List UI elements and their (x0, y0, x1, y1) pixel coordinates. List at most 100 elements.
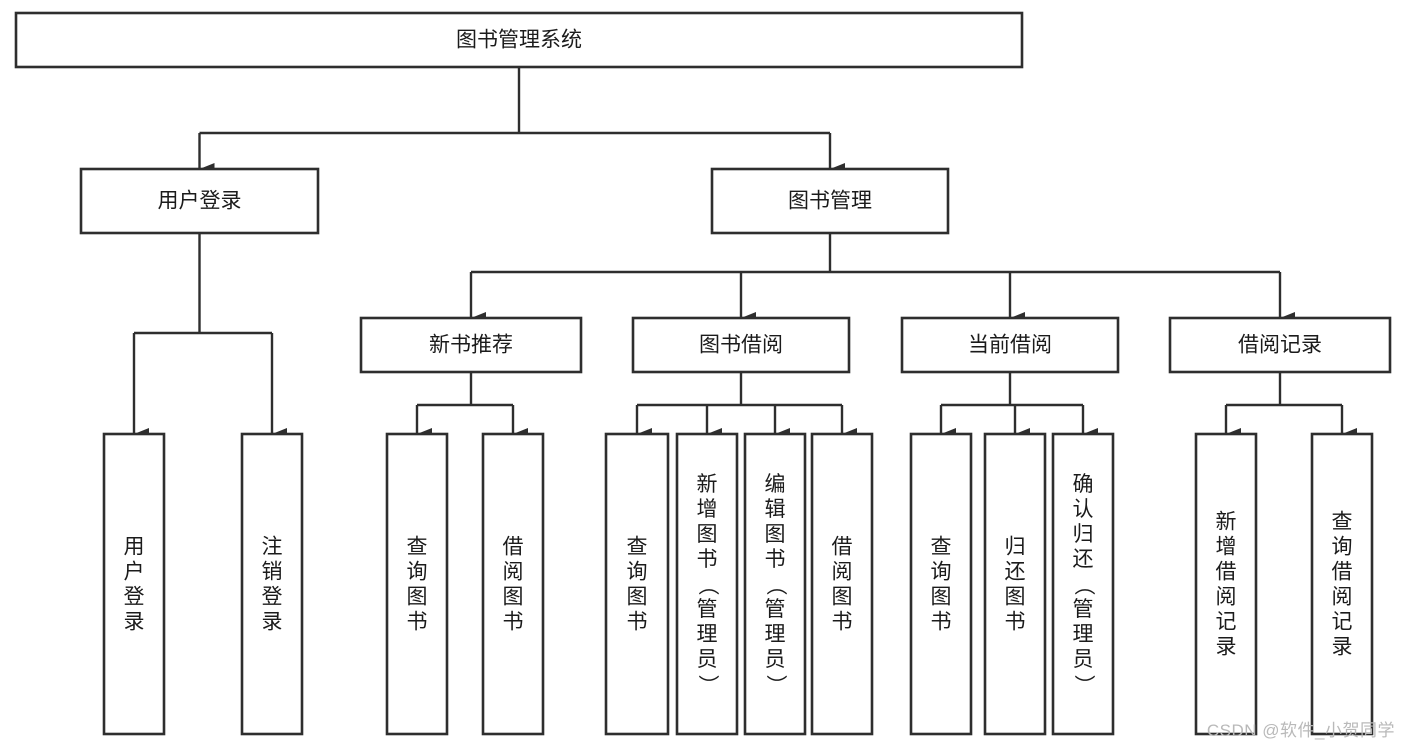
node-label-char: 增 (1216, 536, 1237, 559)
node-label-char: 查 (931, 536, 952, 559)
node-root[interactable]: 图书管理系统 (14, 11, 1024, 69)
node-label-char: 记 (1332, 611, 1353, 634)
node-box (710, 167, 950, 235)
watermark-label: CSDN @软件_小贺同学 (1206, 721, 1395, 740)
node-box (385, 432, 449, 736)
node-label-char: 归 (1005, 536, 1026, 559)
node-box (604, 432, 670, 736)
node-label-char: ） (696, 675, 719, 696)
node-label-char: 认 (1073, 498, 1094, 521)
node-label-char: 员 (697, 648, 718, 671)
node-label-char: 借 (832, 536, 853, 559)
node-box (359, 316, 583, 374)
node-label-char: 书 (1005, 611, 1026, 634)
node-label-char: 登 (124, 586, 145, 609)
node-level2-book-manage[interactable]: 图书管理 (710, 167, 950, 235)
node-label: 新书推荐 (429, 334, 513, 357)
node-label: 用户登录 (158, 190, 242, 213)
node-label-char: 借 (1332, 561, 1353, 584)
node-label-char: 用 (124, 536, 145, 559)
node-label-char: 阅 (1332, 586, 1353, 609)
node-label-char: 还 (1005, 561, 1026, 584)
node-label-char: 书 (765, 548, 786, 571)
node-box (1310, 432, 1374, 736)
node-label-char: 录 (262, 611, 283, 634)
node-label-char: 查 (627, 536, 648, 559)
node-label-char: 理 (1073, 623, 1094, 646)
node-label-char: 查 (1332, 511, 1353, 534)
node-label-char: ） (764, 675, 787, 696)
node-label-char: 借 (503, 536, 524, 559)
node-label-char: 询 (931, 561, 952, 584)
node-label-char: ） (1072, 675, 1095, 696)
node-label-char: 图 (627, 586, 648, 609)
node-label-char: 新 (1216, 511, 1237, 534)
node-label-char: 确 (1073, 473, 1094, 496)
node-label-char: 理 (697, 623, 718, 646)
node-label-char: 辑 (765, 498, 786, 521)
node-label-char: 录 (1216, 636, 1237, 659)
node-box (631, 316, 851, 374)
node-label: 图书管理 (788, 190, 872, 213)
connector-layer (132, 67, 1357, 440)
node-label-char: 书 (931, 611, 952, 634)
node-level3-new-book-recommend[interactable]: 新书推荐 (359, 316, 583, 374)
node-box (79, 167, 320, 235)
node-level3-current-borrow[interactable]: 当前借阅 (900, 316, 1120, 374)
node-label-char: 图 (697, 523, 718, 546)
node-label-char: 录 (1332, 636, 1353, 659)
node-label: 借阅记录 (1238, 334, 1322, 357)
node-label: 当前借阅 (968, 334, 1052, 357)
node-level2-user-login[interactable]: 用户登录 (79, 167, 320, 235)
node-box (675, 432, 739, 736)
node-level3-book-borrow[interactable]: 图书借阅 (631, 316, 851, 374)
node-label-char: 书 (407, 611, 428, 634)
node-label-char: 书 (697, 548, 718, 571)
node-label-char: （ (764, 575, 787, 596)
node-label-char: 管 (765, 598, 786, 621)
node-label-char: 阅 (503, 561, 524, 584)
node-label-char: 图 (407, 586, 428, 609)
node-leaf-leaf-user-login[interactable]: 用户登录 (102, 432, 166, 736)
node-label-char: （ (696, 575, 719, 596)
node-label-char: 询 (627, 561, 648, 584)
node-label-char: 注 (262, 536, 283, 559)
node-box (14, 11, 1024, 69)
node-label-char: 书 (832, 611, 853, 634)
node-label-char: 书 (627, 611, 648, 634)
node-label-char: 理 (765, 623, 786, 646)
node-label-char: 阅 (832, 561, 853, 584)
node-level3-borrow-record[interactable]: 借阅记录 (1168, 316, 1392, 374)
node-label-char: 增 (697, 498, 718, 521)
node-label-char: 询 (1332, 536, 1353, 559)
node-label-char: 记 (1216, 611, 1237, 634)
node-label-char: 员 (1073, 648, 1094, 671)
node-layer: 图书管理系统用户登录图书管理新书推荐图书借阅当前借阅借阅记录用户登录注销登录查询… (14, 11, 1392, 736)
node-label-char: 图 (1005, 586, 1026, 609)
node-box (240, 432, 304, 736)
node-label-char: 户 (124, 561, 145, 584)
node-label-char: 管 (1073, 598, 1094, 621)
node-box (102, 432, 166, 736)
node-label-char: 查 (407, 536, 428, 559)
node-label-char: 管 (697, 598, 718, 621)
node-label-char: 阅 (1216, 586, 1237, 609)
node-label-char: 还 (1073, 548, 1094, 571)
node-label-char: 编 (765, 473, 786, 496)
node-box (1051, 432, 1115, 736)
node-label-char: 图 (832, 586, 853, 609)
node-label-char: 询 (407, 561, 428, 584)
